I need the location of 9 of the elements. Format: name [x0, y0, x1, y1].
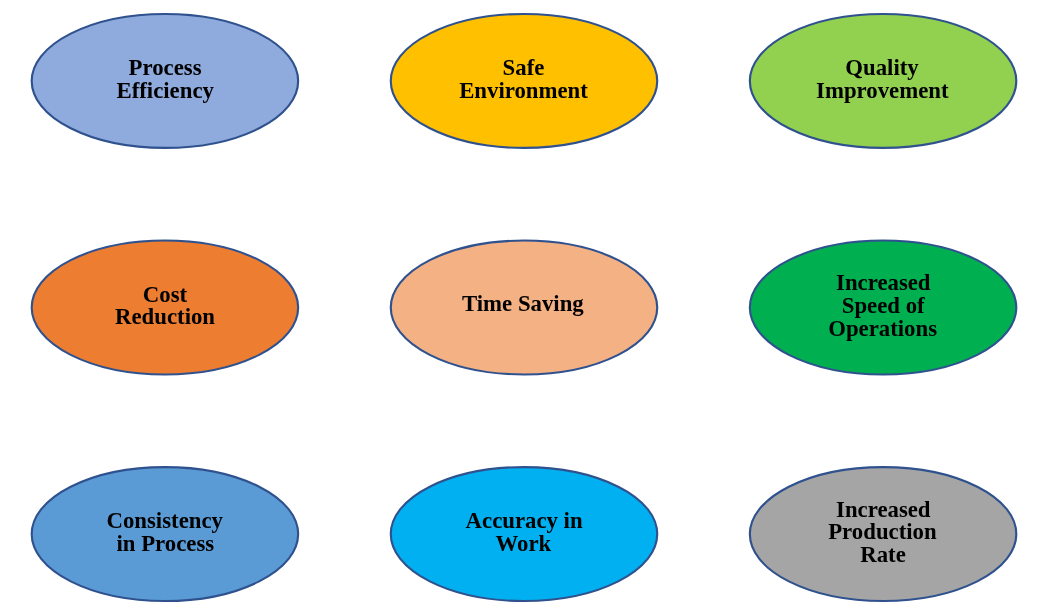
- node-ellipse: Increased Speed of Operations: [748, 239, 1017, 376]
- node-ellipse: Time Saving: [389, 239, 658, 376]
- node-ellipse: Process Efficiency: [30, 12, 299, 149]
- node-ellipse: Accuracy in Work: [389, 466, 658, 603]
- node-ellipse: Safe Environment: [389, 12, 658, 149]
- node-ellipse: Cost Reduction: [30, 239, 299, 376]
- node-ellipse: Consistency in Process: [30, 466, 299, 603]
- node-ellipse: Increased Production Rate: [748, 466, 1017, 603]
- node-ellipse: Quality Improvement: [748, 12, 1017, 149]
